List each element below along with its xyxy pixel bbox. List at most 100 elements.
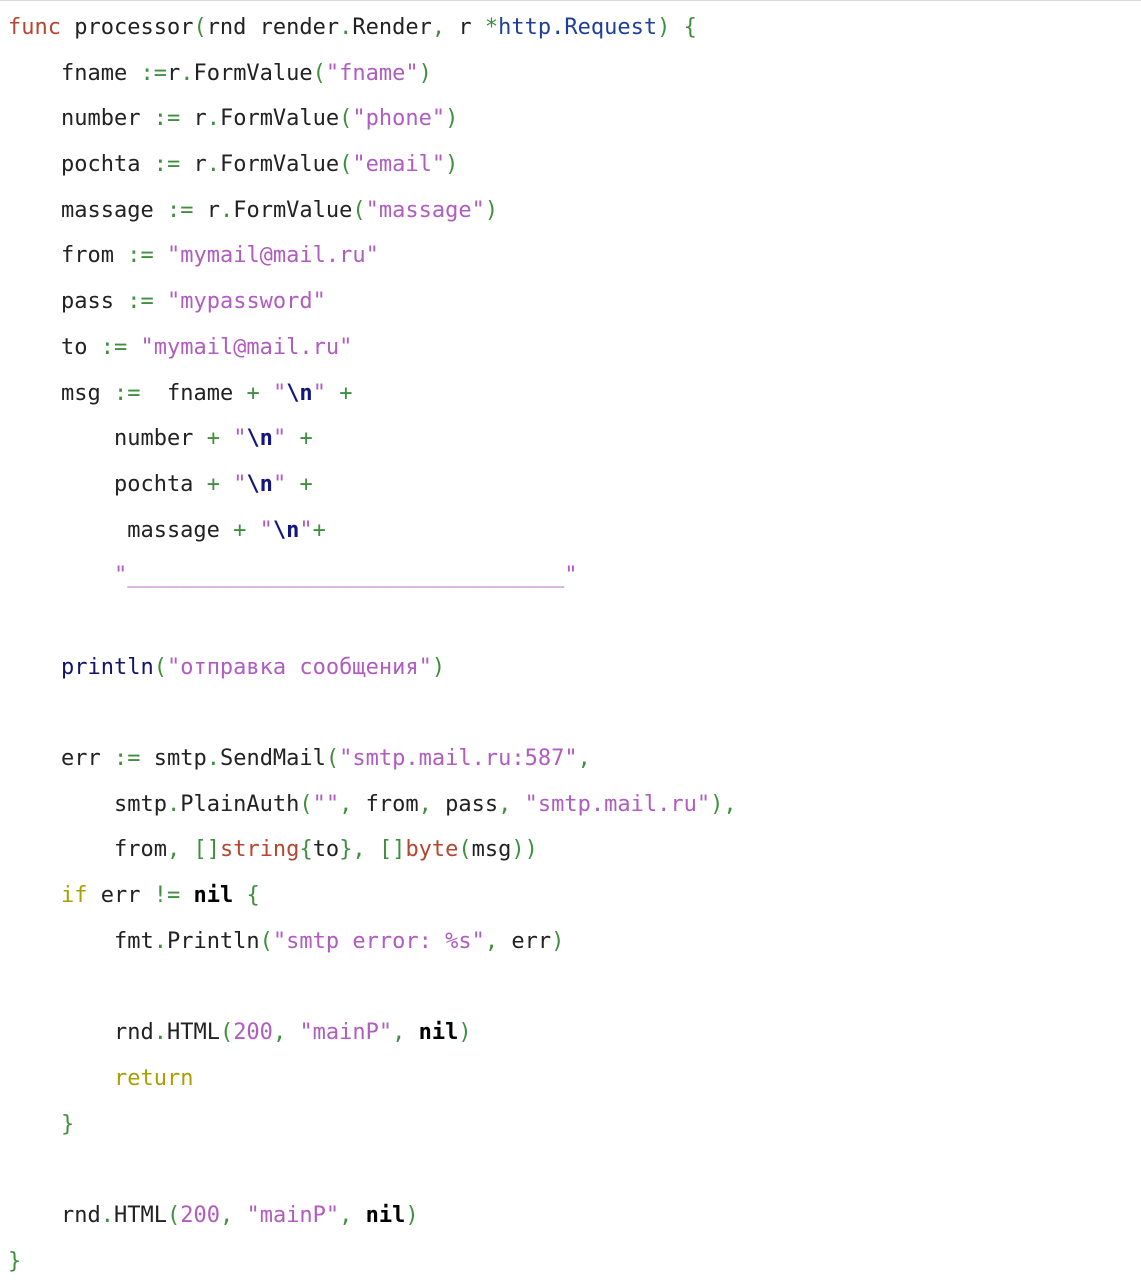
code-token-id xyxy=(405,1020,418,1045)
code-token-id xyxy=(286,1020,299,1045)
code-line: number := r.FormValue("phone") xyxy=(8,96,737,142)
code-token-str: "smtp.mail.ru" xyxy=(524,791,711,817)
code-line xyxy=(8,690,737,736)
code-token-id: fname xyxy=(140,380,247,406)
code-token-id: rnd xyxy=(8,1202,101,1228)
code-token-ctrl: if xyxy=(60,883,88,909)
code-token-id: FormValue xyxy=(193,60,313,86)
code-token-kw: func xyxy=(8,15,61,40)
code-token-id: massage xyxy=(8,197,167,223)
code-token-id: smtp xyxy=(8,791,167,817)
code-token-id xyxy=(8,883,61,908)
code-token-id: Render xyxy=(352,15,432,40)
code-token-str: " xyxy=(299,517,313,543)
code-token-op: ( xyxy=(312,60,326,86)
code-line: pass := "mypassword" xyxy=(8,279,737,325)
code-line: pochta := r.FormValue("email") xyxy=(8,142,737,188)
code-token-str: "email" xyxy=(352,152,446,178)
code-token-id: r xyxy=(180,106,207,132)
code-line: println("отправка сообщения") xyxy=(8,645,737,691)
code-token-id: PlainAuth xyxy=(180,791,300,817)
code-token-id: err xyxy=(498,928,552,954)
code-token-op: . xyxy=(153,928,167,954)
code-token-esc: \n xyxy=(246,471,273,497)
code-token-nil: nil xyxy=(418,1020,459,1046)
code-token-op: , xyxy=(272,1020,287,1046)
code-token-op: ) xyxy=(551,928,565,954)
code-token-str: " xyxy=(272,426,287,452)
code-token-op: + xyxy=(206,471,220,497)
code-token-op: , xyxy=(431,15,446,40)
code-token-op: ( xyxy=(458,837,472,863)
code-token-id: to xyxy=(8,334,101,360)
code-token-id: number xyxy=(8,106,154,132)
code-line: rnd.HTML(200, "mainP", nil) xyxy=(8,1010,737,1056)
code-token-str: "smtp.mail.ru:587" xyxy=(339,746,578,771)
code-token-id xyxy=(154,243,167,268)
code-token-op: + xyxy=(299,471,313,497)
code-token-id: pochta xyxy=(8,152,154,178)
code-token-str: "mymail@mail.ru" xyxy=(166,243,379,269)
code-token-id: FormValue xyxy=(233,197,353,223)
code-token-id: to xyxy=(312,837,340,863)
code-token-str: "" xyxy=(312,791,340,817)
code-token-op: , xyxy=(219,1202,234,1228)
code-token-id xyxy=(180,883,193,908)
code-token-str: " xyxy=(272,380,287,406)
code-line: massage + "\n"+ xyxy=(8,508,737,554)
code-token-op: + xyxy=(312,517,326,543)
code-token-kw: string xyxy=(219,837,300,863)
code-token-str: "smtp error: %s" xyxy=(272,928,485,954)
code-token-id: Println xyxy=(166,928,260,954)
code-token-id xyxy=(8,563,114,588)
code-token-esc: \n xyxy=(286,380,313,406)
code-token-id: HTML xyxy=(113,1202,167,1228)
code-line xyxy=(8,599,737,645)
code-token-id: r xyxy=(180,152,207,178)
code-token-op: . xyxy=(339,15,353,40)
code-token-id: processor xyxy=(60,15,194,40)
code-line: } xyxy=(8,1239,737,1284)
code-token-num: 200 xyxy=(180,1202,220,1228)
code-token-id: r xyxy=(445,15,485,40)
code-line: rnd.HTML(200, "mainP", nil) xyxy=(8,1193,737,1239)
code-token-op: , xyxy=(392,1020,406,1046)
code-token-str: "massage" xyxy=(365,197,485,223)
code-line: from, []string{to}, []byte(msg)) xyxy=(8,827,737,873)
code-token-id: rnd render xyxy=(206,15,340,40)
code-token-id xyxy=(220,426,233,451)
code-line: from := "mymail@mail.ru" xyxy=(8,233,737,279)
code-token-id: fname xyxy=(8,60,141,86)
code-line: if err != nil { xyxy=(8,873,737,919)
code-token-op: ( xyxy=(299,791,313,817)
code-token-nil: nil xyxy=(193,883,234,909)
code-token-id: pochta xyxy=(8,471,207,497)
code-token-op: := xyxy=(166,197,194,223)
code-token-esc: \n xyxy=(272,517,300,543)
code-token-op: ) xyxy=(431,654,446,680)
code-line xyxy=(8,964,737,1010)
code-token-str: " xyxy=(233,471,247,497)
code-line: massage := r.FormValue("massage") xyxy=(8,188,737,234)
code-token-id: smtp xyxy=(140,746,207,771)
code-token-id: from xyxy=(352,791,419,817)
code-token-str: "отправка сообщения" xyxy=(166,654,432,680)
code-token-ctrl: return xyxy=(113,1065,194,1091)
code-token-id: pass xyxy=(431,791,499,817)
code-token-id xyxy=(180,837,193,862)
code-line: pochta + "\n" + xyxy=(8,462,737,508)
code-line: fname :=r.FormValue("fname") xyxy=(8,51,737,97)
code-token-op: ( xyxy=(352,197,366,223)
code-token-nil: nil xyxy=(365,1202,406,1228)
code-line: smtp.PlainAuth("", from, pass, "smtp.mai… xyxy=(8,782,737,828)
code-token-op: + xyxy=(339,380,353,406)
code-token-op: := xyxy=(127,289,154,315)
code-token-op: . xyxy=(219,197,234,223)
code-token-id xyxy=(220,472,233,497)
code-token-id xyxy=(286,426,299,451)
code-token-id: FormValue xyxy=(219,106,340,132)
code-token-str: " xyxy=(312,380,326,406)
code-token-id xyxy=(8,1112,61,1137)
code-token-op: ) xyxy=(445,152,459,178)
code-token-op: ) xyxy=(458,1020,472,1046)
